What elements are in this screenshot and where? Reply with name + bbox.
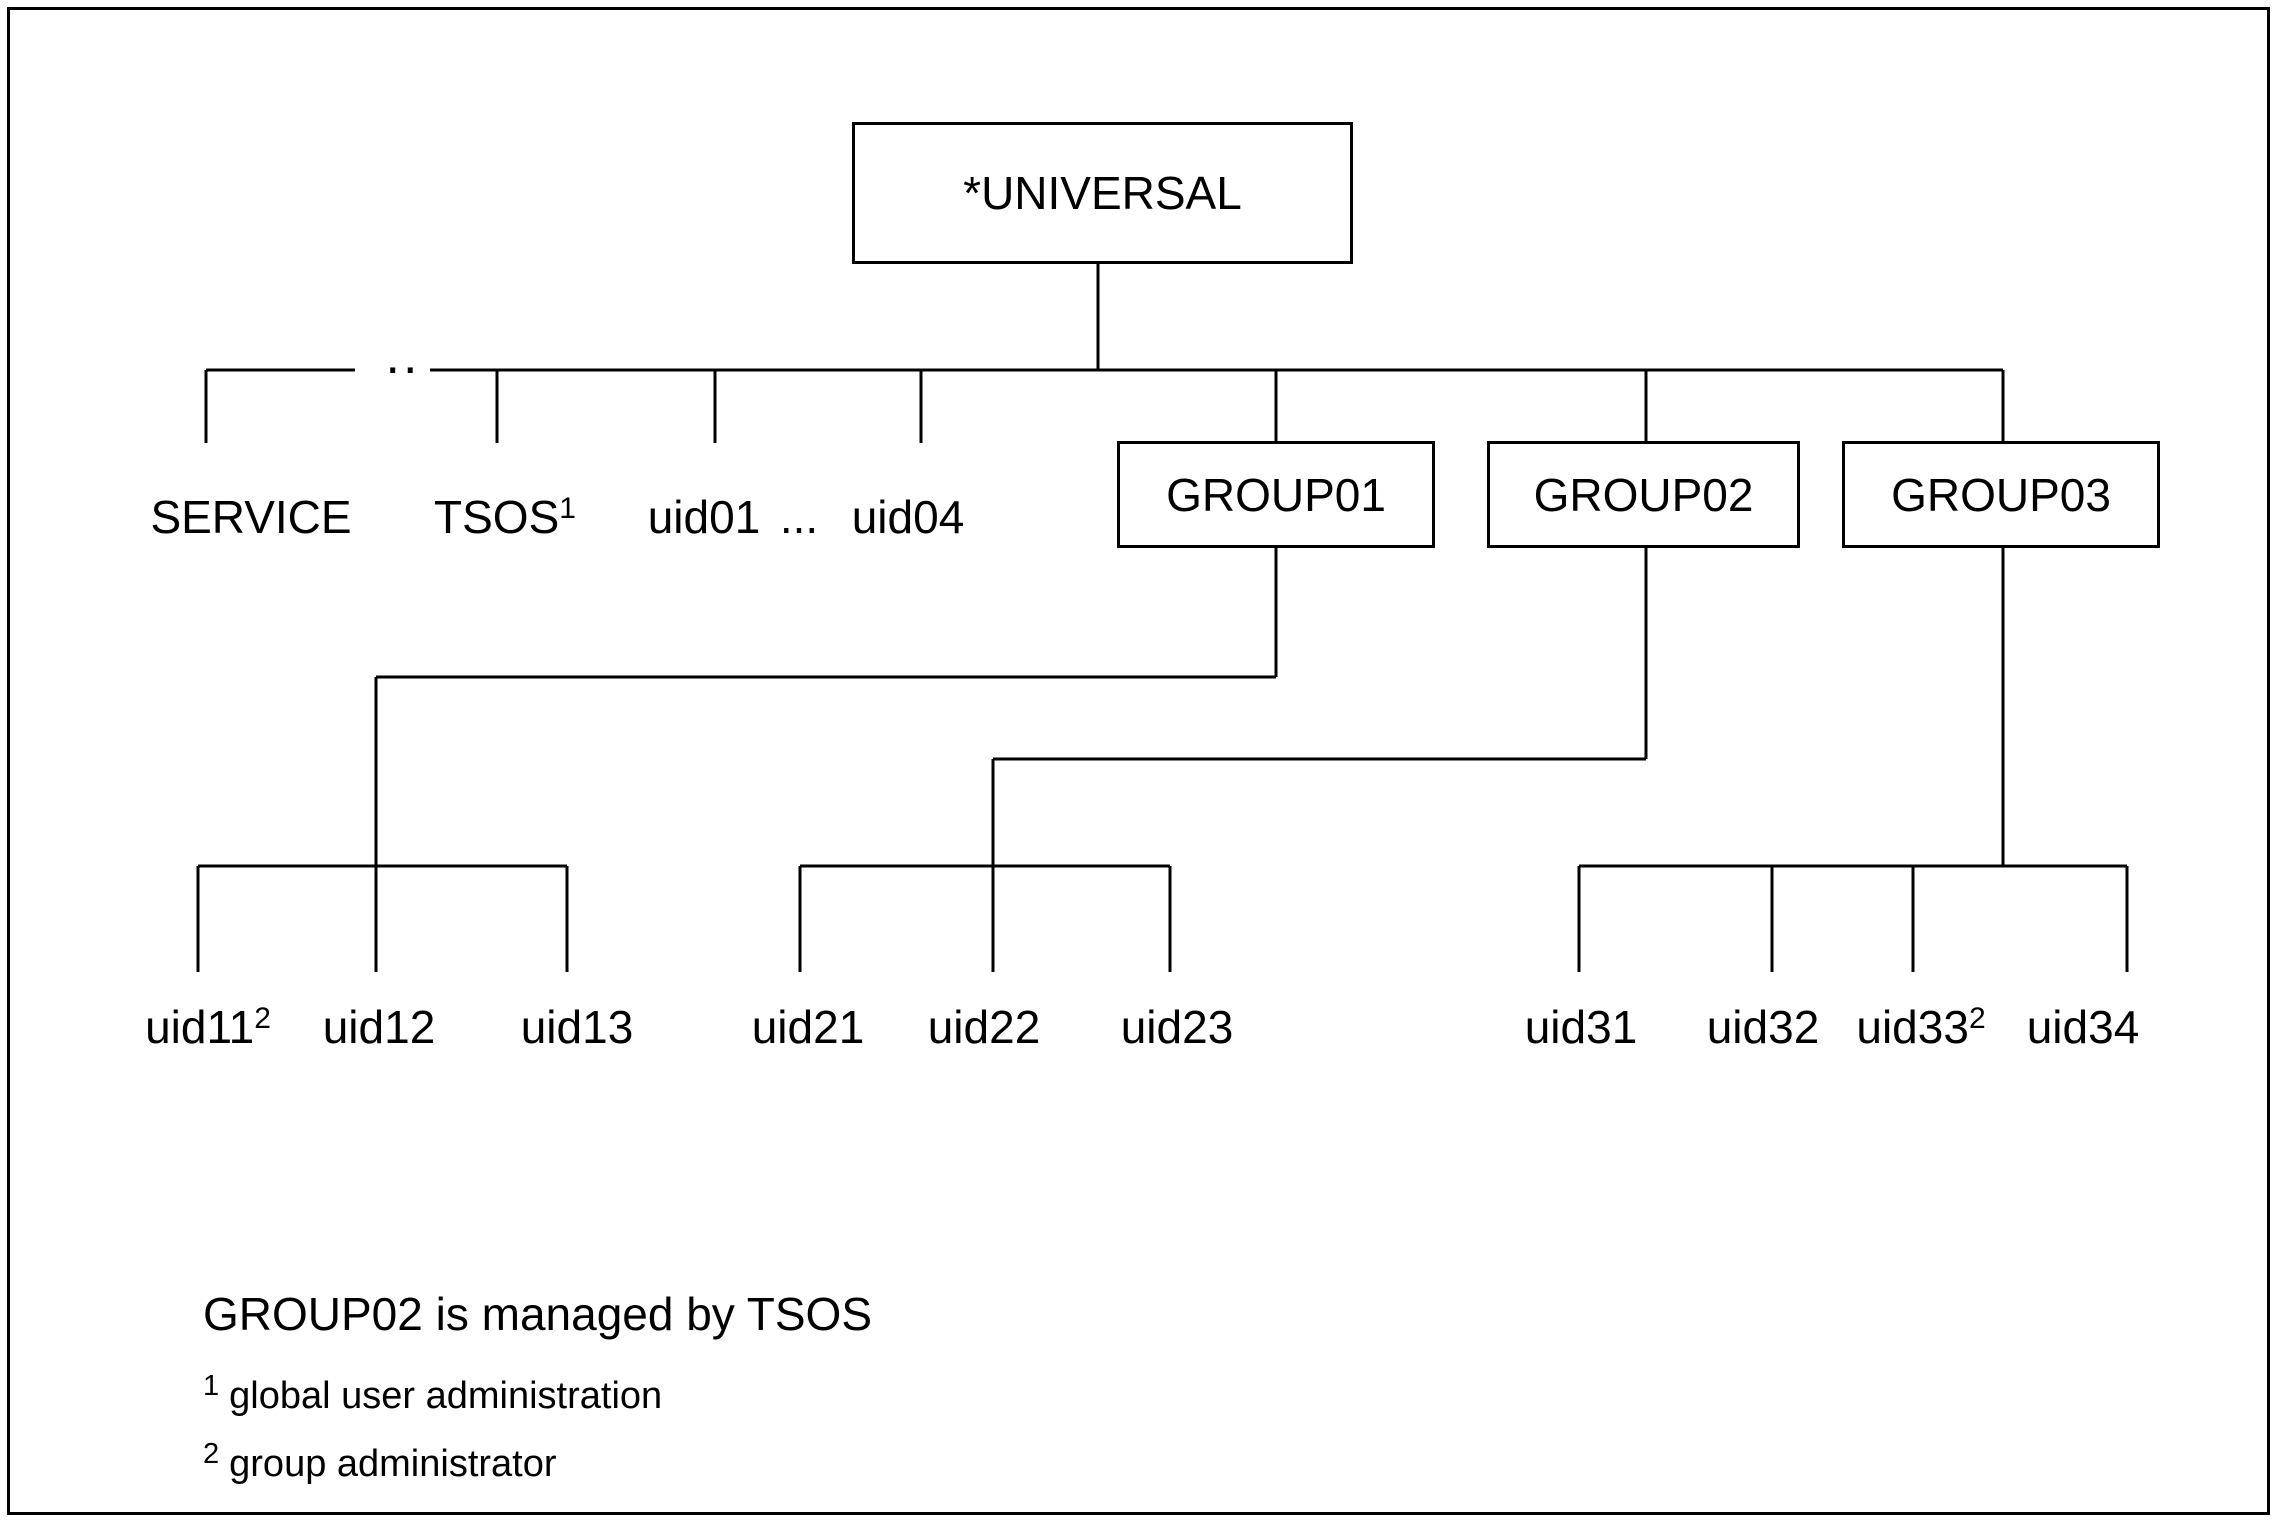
node-universal: *UNIVERSAL [852, 122, 1353, 264]
node-uid11-label: uid11 [145, 1001, 255, 1053]
node-uid04-label: uid04 [851, 491, 965, 543]
footnote-1-marker: 1 [203, 1370, 220, 1402]
node-uid22: uid22 [928, 1002, 1041, 1052]
node-tsos: TSOS1 [434, 492, 576, 542]
ellipsis-uid01-uid04: ... [780, 492, 818, 542]
node-uid33-superscript: 2 [1968, 1002, 1986, 1035]
node-group02: GROUP02 [1487, 441, 1800, 548]
node-uid33-label: uid33 [1856, 1001, 1969, 1053]
node-uid21: uid21 [752, 1002, 865, 1052]
node-uid13-label: uid13 [520, 1001, 634, 1053]
node-uid32-label: uid32 [1706, 1001, 1820, 1053]
footnote-2-text: group administrator [229, 1443, 557, 1485]
node-uid23-label: uid23 [1120, 1001, 1234, 1053]
footnote-2: 2 group administrator [203, 1440, 557, 1486]
node-tsos-superscript: 1 [559, 492, 576, 525]
node-uid11: uid112 [145, 1002, 271, 1052]
node-uid01: uid01 [648, 492, 761, 542]
node-group03-label: GROUP03 [1891, 468, 2111, 521]
node-uid23: uid23 [1121, 1002, 1234, 1052]
footnote-1: 1 global user administration [203, 1372, 663, 1418]
node-universal-label: *UNIVERSAL [963, 167, 1242, 219]
node-uid32: uid32 [1707, 1002, 1820, 1052]
node-uid12-label: uid12 [322, 1001, 436, 1053]
ellipsis-label: ... [779, 491, 819, 543]
footnote-1-text: global user administration [229, 1375, 663, 1417]
node-uid22-label: uid22 [927, 1001, 1041, 1053]
node-service: SERVICE [150, 492, 351, 542]
node-tsos-label: TSOS [434, 491, 560, 543]
node-uid33: uid332 [1856, 1002, 1985, 1052]
node-uid04: uid04 [852, 492, 965, 542]
node-group02-label: GROUP02 [1533, 468, 1754, 521]
node-group03: GROUP03 [1842, 441, 2160, 548]
node-uid34: uid34 [2027, 1002, 2140, 1052]
outer-border [7, 7, 2270, 1515]
node-uid12: uid12 [323, 1002, 436, 1052]
node-group01-label: GROUP01 [1166, 468, 1386, 521]
node-uid31: uid31 [1525, 1002, 1638, 1052]
node-uid31-label: uid31 [1524, 1001, 1638, 1053]
node-uid34-label: uid34 [2026, 1001, 2140, 1053]
node-uid01-label: uid01 [647, 491, 761, 543]
rail-continuation-dots: .. [385, 327, 421, 385]
node-group01: GROUP01 [1117, 441, 1435, 548]
node-uid21-label: uid21 [751, 1001, 865, 1053]
node-uid11-superscript: 2 [254, 1002, 271, 1035]
node-uid13: uid13 [521, 1002, 634, 1052]
node-service-label: SERVICE [150, 491, 352, 543]
footnote-2-marker: 2 [203, 1438, 220, 1470]
caption-group02-managed: GROUP02 is managed by TSOS [203, 1288, 872, 1340]
